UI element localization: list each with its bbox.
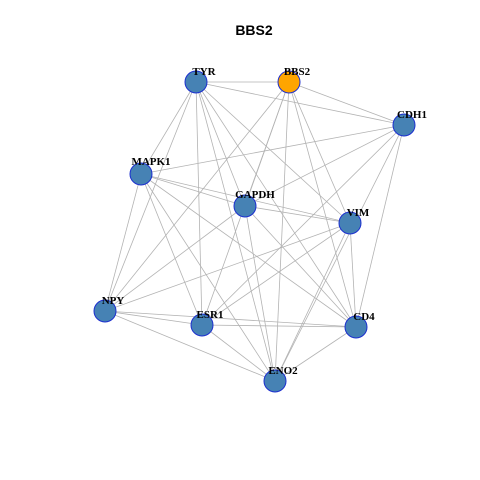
- edge-tyr-vim: [195, 81, 351, 224]
- node-label-vim: VIM: [347, 207, 370, 219]
- node-layer: [93, 70, 416, 393]
- edge-cdh1-eno2: [274, 124, 405, 382]
- node-label-npy: NPY: [102, 295, 125, 307]
- node-label-cd4: CD4: [353, 311, 375, 323]
- edge-gapdh-npy: [104, 205, 246, 312]
- edge-esr1-cd4: [201, 324, 357, 328]
- edge-cd4-eno2: [274, 326, 357, 382]
- edge-vim-cd4: [349, 222, 357, 328]
- edge-tyr-cdh1: [195, 81, 405, 126]
- node-mapk1: [129, 162, 153, 186]
- edge-npy-cd4: [104, 310, 357, 328]
- node-gapdh: [233, 194, 257, 218]
- node-tyr: [184, 70, 208, 94]
- node-label-eno2: ENO2: [268, 365, 298, 377]
- edge-npy-esr1: [104, 310, 203, 326]
- edge-esr1-eno2: [201, 324, 276, 382]
- node-label-esr1: ESR1: [197, 309, 224, 321]
- node-label-tyr: TYR: [192, 66, 216, 78]
- edge-mapk1-eno2: [140, 173, 276, 382]
- node-label-mapk1: MAPK1: [131, 156, 170, 168]
- edge-bbs2-vim: [288, 81, 351, 224]
- edge-cdh1-cd4: [355, 124, 405, 328]
- node-cdh1: [392, 113, 416, 137]
- edge-npy-eno2: [104, 310, 276, 382]
- edge-bbs2-npy: [104, 81, 290, 312]
- node-vim: [338, 211, 362, 235]
- node-npy: [93, 299, 117, 323]
- node-eno2: [263, 369, 287, 393]
- edge-cdh1-gapdh: [244, 124, 405, 207]
- graph-title: BBS2: [235, 22, 273, 38]
- edge-vim-eno2: [274, 222, 351, 382]
- edge-bbs2-eno2: [274, 81, 290, 382]
- edge-mapk1-gapdh: [140, 173, 246, 207]
- edge-gapdh-vim: [244, 205, 351, 224]
- edge-vim-esr1: [201, 222, 351, 326]
- node-label-bbs2: BBS2: [284, 66, 311, 78]
- node-bbs2: [277, 70, 301, 94]
- edge-cdh1-esr1: [201, 124, 405, 326]
- edge-tyr-mapk1: [140, 81, 197, 175]
- edge-tyr-esr1: [195, 81, 203, 326]
- edge-mapk1-npy: [104, 173, 142, 312]
- edge-tyr-cd4: [195, 81, 357, 328]
- edge-bbs2-cdh1: [288, 81, 405, 126]
- node-esr1: [190, 313, 214, 337]
- edge-bbs2-cd4: [288, 81, 357, 328]
- node-label-gapdh: GAPDH: [235, 189, 275, 201]
- edge-tyr-gapdh: [195, 81, 246, 207]
- edge-gapdh-eno2: [244, 205, 276, 382]
- edge-gapdh-cd4: [244, 205, 357, 328]
- edge-mapk1-cd4: [140, 173, 357, 328]
- edge-mapk1-esr1: [140, 173, 203, 326]
- node-cd4: [344, 315, 368, 339]
- edge-vim-npy: [104, 222, 351, 312]
- edge-cdh1-mapk1: [140, 124, 405, 175]
- node-label-cdh1: CDH1: [397, 109, 427, 121]
